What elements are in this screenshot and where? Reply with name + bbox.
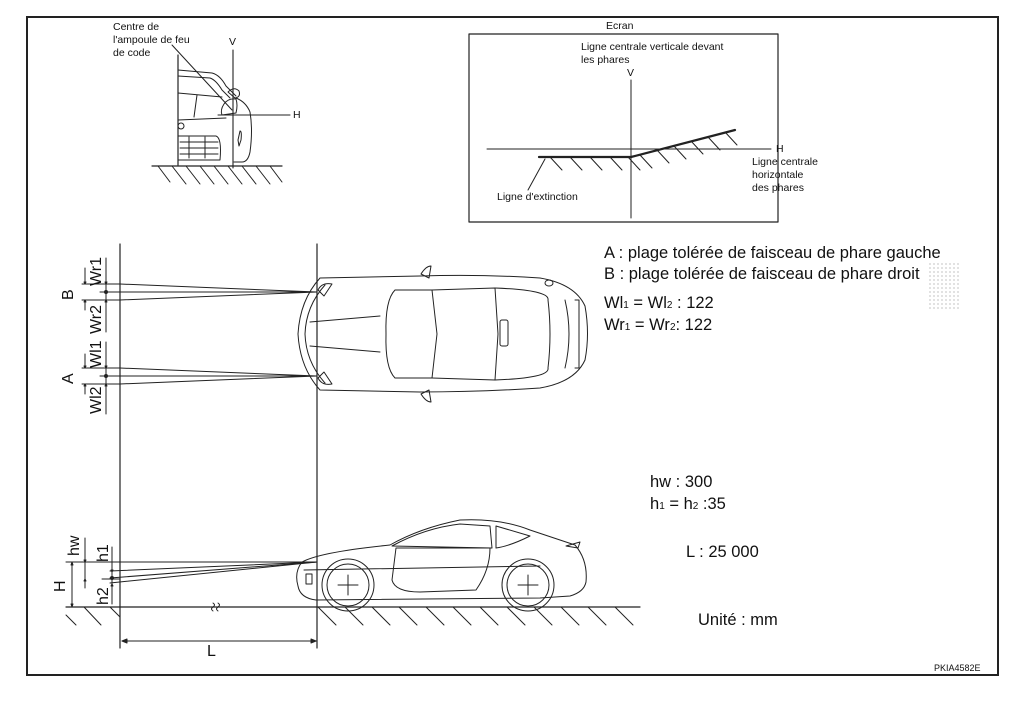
- h-sub2: 2: [692, 501, 699, 512]
- callout-bulb-center-line-3: de code: [113, 47, 151, 59]
- screen-v-label: V: [627, 67, 635, 79]
- wl-sym2: Wl: [647, 294, 667, 312]
- drawing-frame: [26, 16, 999, 676]
- h-sym2: h: [683, 495, 693, 513]
- screen-vertical-label-line-1: Ligne centrale verticale devant: [581, 41, 724, 53]
- screen-h-label: H: [776, 143, 784, 155]
- figure-code: PKIA4582E: [934, 663, 981, 673]
- top-view-wr2-label: Wr2: [88, 304, 105, 334]
- side-ground-hatch: [65, 606, 634, 626]
- callout-bulb-center-line-1: Centre de: [113, 21, 160, 33]
- h-sub1: 1: [659, 501, 665, 512]
- legend-h-line: h1 = h2 :35: [650, 495, 726, 514]
- side-view-car: [296, 519, 587, 612]
- top-view-a-label: A: [60, 373, 77, 384]
- front-view-v-label: V: [229, 36, 237, 48]
- legend-unit-line: Unité : mm: [698, 611, 778, 629]
- top-view-wl2-label: Wl2: [88, 386, 105, 414]
- legend-l-line: L : 25 000: [686, 543, 759, 561]
- screen-title: Ecran: [606, 20, 634, 32]
- screen-diagram: [468, 33, 779, 223]
- wl-sub2: 2: [666, 300, 673, 311]
- wr-value: : 122: [675, 316, 713, 334]
- legend-hw-line: hw : 300: [650, 473, 713, 491]
- top-view-car: [297, 265, 588, 403]
- legend-b-line: B : plage tolérée de faisceau de phare d…: [604, 265, 920, 283]
- h-sym1: h: [650, 495, 660, 513]
- h-eq: =: [664, 495, 684, 513]
- wr-sym2: Wr: [649, 316, 670, 334]
- top-view-wl1-label: Wl1: [88, 340, 105, 368]
- wr-sub1: 1: [624, 322, 631, 333]
- wl-eq: =: [628, 294, 648, 312]
- legend-a-line: A : plage tolérée de faisceau de phare g…: [604, 244, 941, 262]
- ground-hatch: [157, 165, 283, 185]
- top-view-wr1-label: Wr1: [88, 256, 105, 286]
- wr-sym1: Wr: [604, 316, 625, 334]
- wr-sub2: 2: [669, 322, 676, 333]
- wr-eq: =: [630, 316, 650, 334]
- screen-horizontal-label-line-1: Ligne centrale: [752, 156, 818, 168]
- scan-artifact: [928, 262, 960, 310]
- side-view-distance-label: L: [207, 643, 216, 660]
- h-value: :35: [698, 495, 726, 513]
- side-view-h1-label: h1: [95, 544, 112, 562]
- front-view-car: [151, 44, 291, 185]
- wl-value: : 122: [672, 294, 714, 312]
- screen-horizontal-label-line-3: des phares: [752, 182, 804, 194]
- screen-vertical-label-line-2: les phares: [581, 54, 630, 66]
- side-view-hw-label: hw: [66, 535, 83, 556]
- legend-wr-line: Wr1 = Wr2: 122: [604, 316, 712, 335]
- legend-wl-line: Wl1 = Wl2 : 122: [604, 294, 714, 313]
- wl-sub1: 1: [623, 300, 629, 311]
- side-view-h2-label: h2: [95, 587, 112, 605]
- callout-bulb-center-line-2: l'ampoule de feu: [113, 34, 190, 46]
- wl-sym1: Wl: [604, 294, 624, 312]
- cutoff-line-label: Ligne d'extinction: [497, 191, 578, 203]
- top-view: [81, 243, 588, 649]
- side-view-height-label: H: [52, 580, 69, 592]
- side-view: [65, 519, 641, 644]
- screen-horizontal-label-line-2: horizontale: [752, 169, 804, 181]
- front-view-h-label: H: [293, 109, 301, 121]
- top-view-b-label: B: [60, 289, 77, 300]
